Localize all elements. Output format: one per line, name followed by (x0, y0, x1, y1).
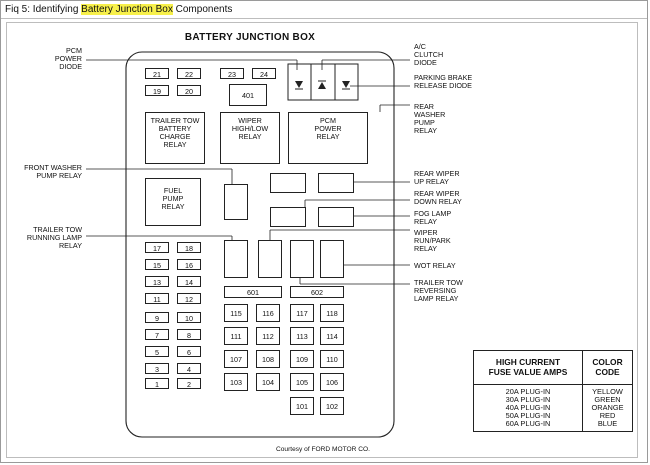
relay-trailer-battery-label: TRAILER TOW BATTERY CHARGE RELAY (150, 116, 200, 149)
fuse-103: 103 (224, 373, 248, 391)
fuse-9: 9 (145, 312, 169, 323)
fuse-101: 101 (290, 397, 314, 415)
fuse-117: 117 (290, 304, 314, 322)
caption-prefix: Fiq 5: Identifying (5, 4, 82, 15)
relay-wiper-high-low-label: WIPER HIGH/LOW RELAY (231, 116, 269, 141)
fuse-12: 12 (177, 293, 201, 304)
relay-rear-washer-pump (270, 173, 306, 193)
table-cell-amps: 40A PLUG-IN (505, 403, 551, 412)
fuse-118: 118 (320, 304, 344, 322)
label-rear-wiper-down: REAR WIPER DOWN RELAY (414, 189, 462, 206)
fuse-21: 21 (145, 68, 169, 79)
label-fog-lamp-relay: FOG LAMP RELAY (414, 209, 452, 226)
table-cell-color: ORANGE (591, 403, 624, 412)
fuse-20: 20 (177, 85, 201, 96)
fuse-104: 104 (256, 373, 280, 391)
label-ac-clutch-diode: A/C CLUTCH DIODE (414, 42, 444, 67)
relay-wiper-high-low: WIPER HIGH/LOW RELAY (220, 112, 280, 164)
courtesy-credit: Courtesy of FORD MOTOR CO. (275, 446, 371, 453)
fuse-601: 601 (224, 286, 282, 298)
fuse-7: 7 (145, 329, 169, 340)
fuse-3: 3 (145, 363, 169, 374)
label-wot-relay: WOT RELAY (414, 261, 456, 270)
relay-trailer-reversing (290, 240, 314, 278)
table-cell-color: YELLOW (592, 387, 623, 396)
fuse-116: 116 (256, 304, 280, 322)
table-cell-color: BLUE (597, 419, 618, 428)
relay-trailer-battery-charge: TRAILER TOW BATTERY CHARGE RELAY (145, 112, 205, 164)
fuse-113: 113 (290, 327, 314, 345)
fuse-108: 108 (256, 350, 280, 368)
fuse-401: 401 (229, 84, 267, 106)
fuse-105: 105 (290, 373, 314, 391)
relay-fuel-pump: FUEL PUMP RELAY (145, 178, 201, 226)
fuse-19: 19 (145, 85, 169, 96)
fuse-4: 4 (177, 363, 201, 374)
relay-rear-wiper-down (270, 207, 306, 227)
table-cell-color: GREEN (594, 395, 621, 404)
figure-caption: Fiq 5: Identifying Battery Junction Box … (1, 1, 647, 19)
table-header-color: COLOR CODE (592, 357, 623, 377)
relay-wot (320, 240, 344, 278)
relay-trailer-running-lamp (224, 240, 248, 278)
fuse-15: 15 (145, 259, 169, 270)
fuse-5: 5 (145, 346, 169, 357)
label-rear-washer-relay: REAR WASHER PUMP RELAY (414, 102, 446, 135)
caption-suffix: Components (172, 4, 233, 15)
fuse-2: 2 (177, 378, 201, 389)
relay-fuel-pump-label: FUEL PUMP RELAY (161, 186, 185, 211)
fuse-109: 109 (290, 350, 314, 368)
table-cell-amps: 20A PLUG-IN (505, 387, 551, 396)
fuse-24: 24 (252, 68, 276, 79)
label-wiper-run-park: WIPER RUN/PARK RELAY (414, 228, 451, 253)
fuse-1: 1 (145, 378, 169, 389)
label-trailer-reversing: TRAILER TOW REVERSING LAMP RELAY (414, 278, 463, 303)
label-parking-brake-diode: PARKING BRAKE RELEASE DIODE (414, 73, 473, 90)
fuse-13: 13 (145, 276, 169, 287)
relay-pcm-power-label: PCM POWER RELAY (314, 116, 342, 141)
label-front-washer-relay: FRONT WASHER PUMP RELAY (24, 163, 82, 180)
fuse-16: 16 (177, 259, 201, 270)
fuse-112: 112 (256, 327, 280, 345)
fuse-22: 22 (177, 68, 201, 79)
relay-pcm-power: PCM POWER RELAY (288, 112, 368, 164)
table-header-amps: HIGH CURRENT FUSE VALUE AMPS (488, 357, 568, 377)
fuse-6: 6 (177, 346, 201, 357)
relay-rear-wiper-up (318, 173, 354, 193)
fuse-17: 17 (145, 242, 169, 253)
fuse-111: 111 (224, 327, 248, 345)
diagram-border (6, 22, 638, 458)
relay-wiper-run-park (258, 240, 282, 278)
fuse-14: 14 (177, 276, 201, 287)
fuse-color-table: HIGH CURRENT FUSE VALUE AMPS COLOR CODE … (473, 350, 633, 432)
label-pcm-power-diode: PCM POWER DIODE (54, 46, 82, 71)
table-divider-vertical (582, 351, 583, 431)
label-rear-wiper-up: REAR WIPER UP RELAY (414, 169, 460, 186)
fuse-11: 11 (145, 293, 169, 304)
diagram-title: BATTERY JUNCTION BOX (184, 32, 316, 43)
table-cell-amps: 60A PLUG-IN (505, 419, 551, 428)
table-cell-amps: 50A PLUG-IN (505, 411, 551, 420)
table-cell-color: RED (599, 411, 616, 420)
fuse-102: 102 (320, 397, 344, 415)
fuse-23: 23 (220, 68, 244, 79)
fuse-602: 602 (290, 286, 344, 298)
fuse-110: 110 (320, 350, 344, 368)
label-trailer-running-relay: TRAILER TOW RUNNING LAMP RELAY (26, 225, 82, 250)
fuse-115: 115 (224, 304, 248, 322)
fuse-18: 18 (177, 242, 201, 253)
relay-fog-lamp (318, 207, 354, 227)
fuse-10: 10 (177, 312, 201, 323)
fuse-106: 106 (320, 373, 344, 391)
caption-highlight: Battery Junction Box (81, 4, 173, 15)
relay-front-washer (224, 184, 248, 220)
fuse-8: 8 (177, 329, 201, 340)
fuse-107: 107 (224, 350, 248, 368)
fuse-114: 114 (320, 327, 344, 345)
table-cell-amps: 30A PLUG-IN (505, 395, 551, 404)
table-divider-horizontal (474, 384, 632, 385)
